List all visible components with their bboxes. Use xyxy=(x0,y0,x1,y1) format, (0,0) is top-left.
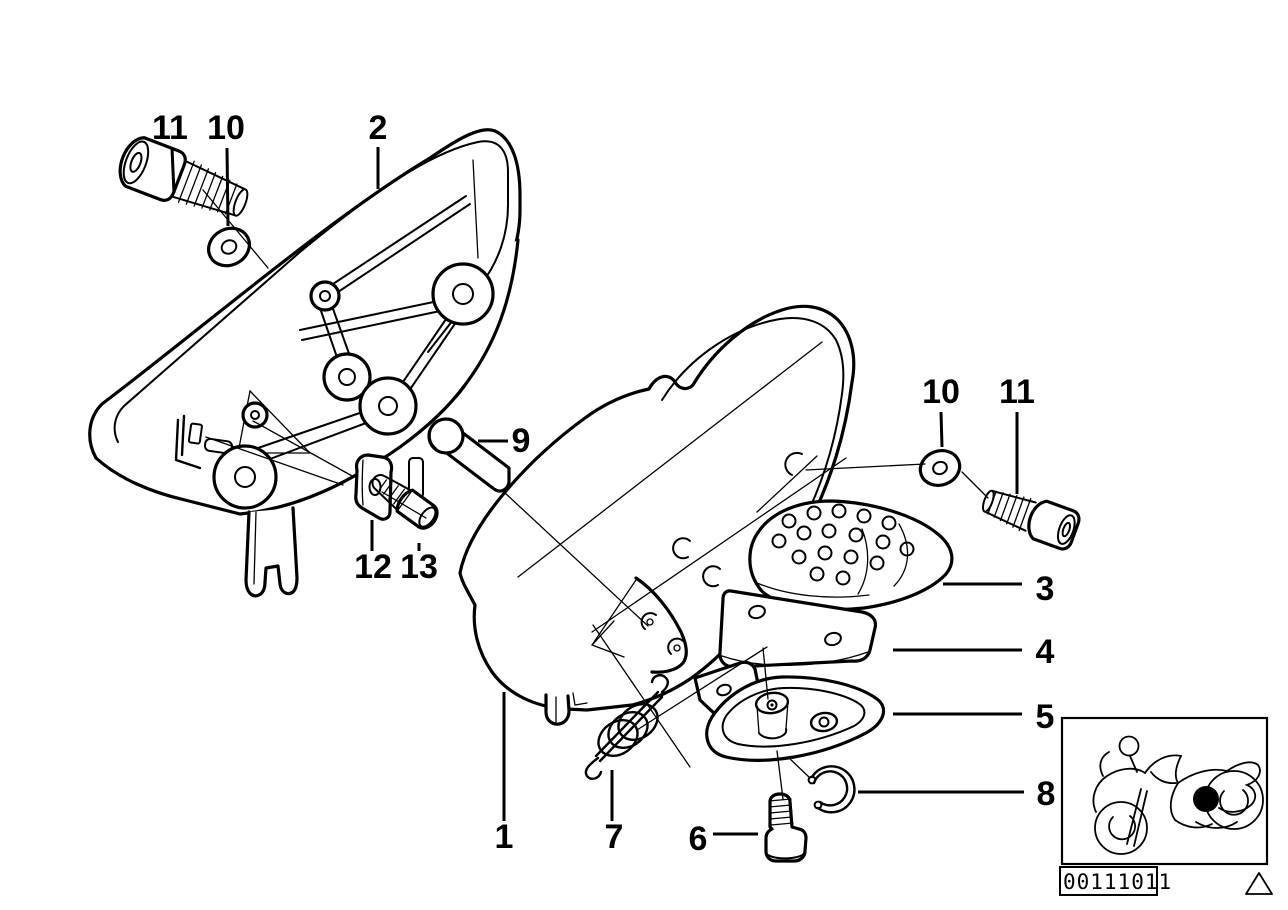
part-9-pin xyxy=(427,417,511,493)
callout-label-10-right: 10 xyxy=(922,373,960,411)
part-2-bottom-edge xyxy=(94,238,520,516)
part-11-screw-left xyxy=(118,136,249,217)
callout-label-7: 7 xyxy=(605,818,624,856)
part-8-circlip xyxy=(807,765,856,814)
image-code: 00111011 xyxy=(1059,866,1172,896)
part-1-holes xyxy=(640,451,803,655)
part-4-support-plate xyxy=(718,589,878,669)
callout-label-6: 6 xyxy=(689,820,708,858)
part-10-washer-right xyxy=(918,449,962,487)
part-9-body xyxy=(446,431,511,493)
part-3-footrest-rubber xyxy=(748,499,954,612)
part-13-screw xyxy=(371,474,439,530)
leader-10-right xyxy=(939,411,944,448)
thumbnail-frame xyxy=(1060,716,1269,866)
callout-label-5: 5 xyxy=(1036,698,1055,736)
part-5-body xyxy=(705,675,886,762)
image-code-box xyxy=(1059,866,1158,896)
part-2-bosses xyxy=(212,262,495,510)
leader-11-left xyxy=(170,147,176,194)
callout-label-13: 13 xyxy=(400,548,438,586)
callout-label-2: 2 xyxy=(369,109,388,147)
callout-label-4: 4 xyxy=(1036,633,1055,671)
callout-label-12: 12 xyxy=(354,548,392,586)
part-11-screw-right xyxy=(981,489,1081,551)
warning-triangle-icon xyxy=(1245,872,1273,895)
part-3-studs xyxy=(771,503,915,586)
part-10-washer-left xyxy=(207,226,251,268)
part-2-inner-rim xyxy=(113,140,509,443)
part-5-pivot-posts xyxy=(754,691,839,740)
part-4-outline xyxy=(718,589,878,669)
leader-lines xyxy=(170,147,1024,836)
callout-label-11-right: 11 xyxy=(999,373,1035,411)
motorcycle-icon xyxy=(1092,735,1264,855)
part-6-pivot-screw xyxy=(764,792,808,863)
callout-labels: 11 10 2 9 10 11 12 13 3 4 5 8 1 7 6 xyxy=(152,109,1055,858)
callout-label-3: 3 xyxy=(1036,570,1055,608)
image-code-text: 00111011 xyxy=(1063,870,1172,894)
part-2-fork-tab xyxy=(244,506,299,598)
part-6-outline xyxy=(764,792,808,863)
part-1-stub-pin xyxy=(544,693,571,726)
callout-label-8: 8 xyxy=(1037,775,1056,813)
location-marker-dot xyxy=(1193,786,1219,812)
part-7-spring xyxy=(584,674,670,780)
callout-label-9: 9 xyxy=(512,422,531,460)
leader-10-left xyxy=(225,147,230,227)
part-1-inner-line xyxy=(661,317,845,513)
part-2-mounting-plate xyxy=(88,128,522,598)
callout-label-1: 1 xyxy=(495,818,514,856)
location-thumbnail xyxy=(1060,716,1269,866)
part-5-footpeg xyxy=(693,660,886,762)
callout-label-10-left: 10 xyxy=(207,109,245,147)
reference-lines xyxy=(202,189,989,800)
part-2-inner-panel-line xyxy=(472,159,479,259)
callout-label-11-left: 11 xyxy=(152,109,188,147)
part-9-head xyxy=(427,417,465,455)
part-3-outline xyxy=(748,499,954,612)
